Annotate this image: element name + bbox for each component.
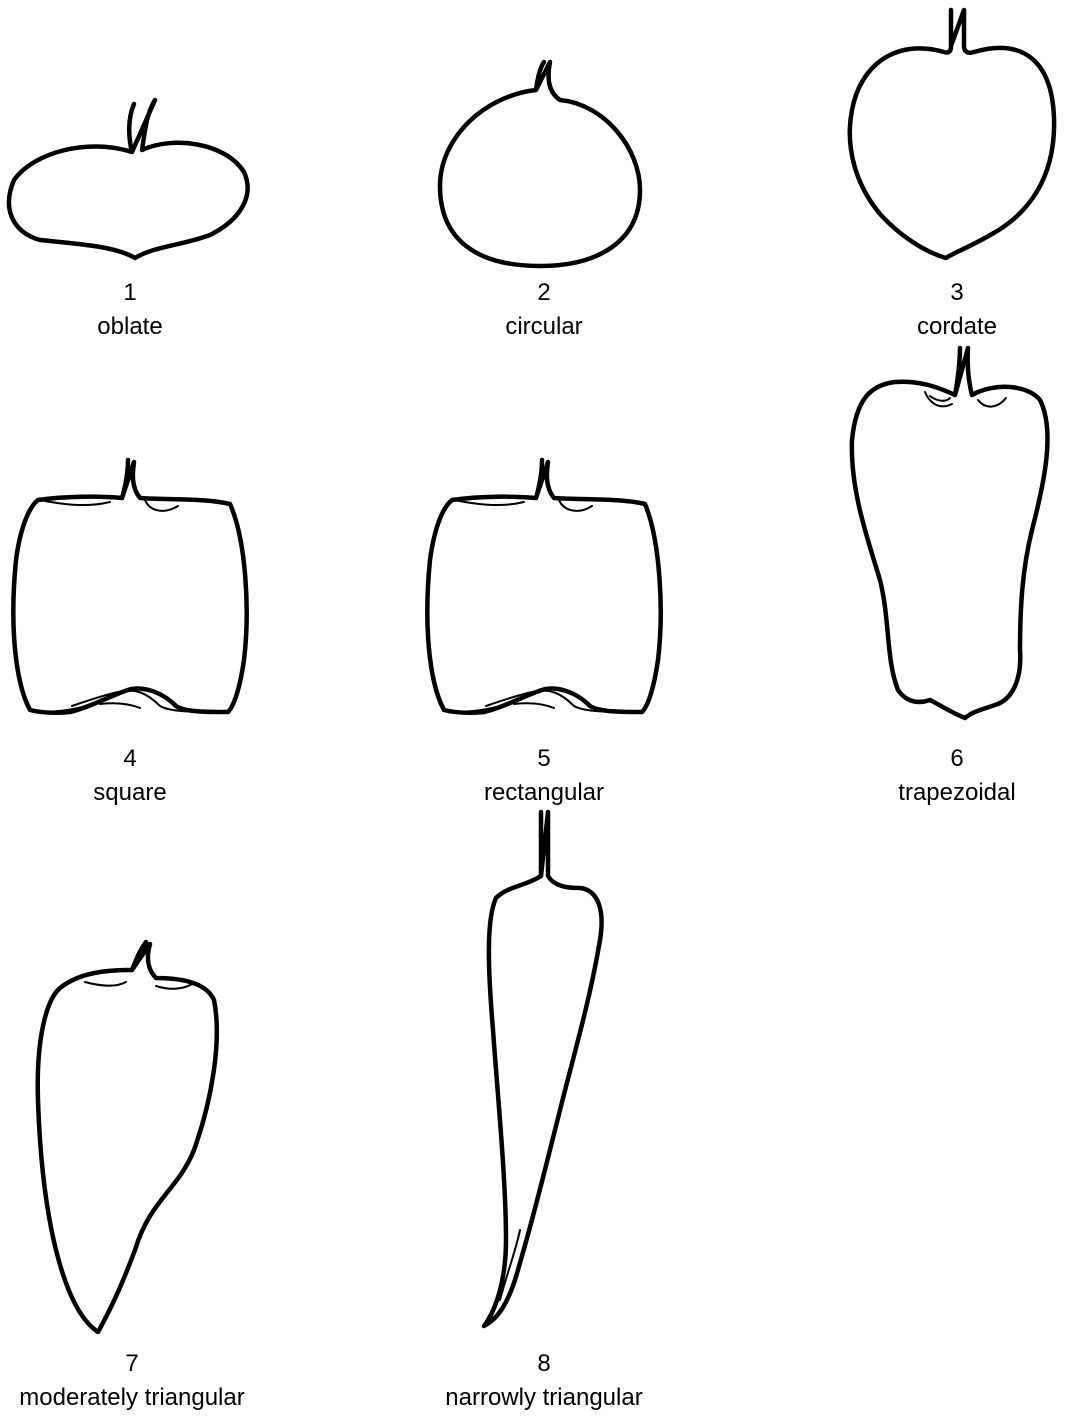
shape-number: 8 bbox=[384, 1347, 704, 1381]
shape-label-2: 2 circular bbox=[384, 276, 704, 344]
shape-number: 1 bbox=[0, 276, 290, 310]
shape-name: circular bbox=[384, 310, 704, 344]
narrowly-triangular-fruit-icon bbox=[484, 812, 602, 1326]
shape-name: narrowly triangular bbox=[384, 1381, 704, 1415]
shape-name: cordate bbox=[797, 310, 1072, 344]
shape-label-3: 3 cordate bbox=[797, 276, 1072, 344]
oblate-fruit-icon bbox=[9, 100, 248, 258]
shape-label-8: 8 narrowly triangular bbox=[384, 1347, 704, 1415]
shape-number: 3 bbox=[797, 276, 1072, 310]
shape-name: trapezoidal bbox=[797, 776, 1072, 810]
shape-label-5: 5 rectangular bbox=[384, 742, 704, 810]
shape-number: 5 bbox=[384, 742, 704, 776]
shape-label-6: 6 trapezoidal bbox=[797, 742, 1072, 810]
shape-number: 4 bbox=[0, 742, 290, 776]
shape-name: rectangular bbox=[384, 776, 704, 810]
shape-number: 2 bbox=[384, 276, 704, 310]
shape-name: square bbox=[0, 776, 290, 810]
rectangular-fruit-icon bbox=[427, 460, 660, 713]
circular-fruit-icon bbox=[440, 62, 640, 266]
shape-label-4: 4 square bbox=[0, 742, 290, 810]
cordate-fruit-icon bbox=[850, 10, 1054, 258]
moderately-triangular-fruit-icon bbox=[38, 942, 217, 1332]
shape-number: 7 bbox=[0, 1347, 292, 1381]
square-fruit-icon bbox=[13, 460, 246, 713]
shape-name: moderately triangular bbox=[0, 1381, 292, 1415]
shape-number: 6 bbox=[797, 742, 1072, 776]
shape-name: oblate bbox=[0, 310, 290, 344]
shape-label-7: 7 moderately triangular bbox=[0, 1347, 292, 1415]
shape-label-1: 1 oblate bbox=[0, 276, 290, 344]
trapezoidal-fruit-icon bbox=[852, 348, 1048, 718]
